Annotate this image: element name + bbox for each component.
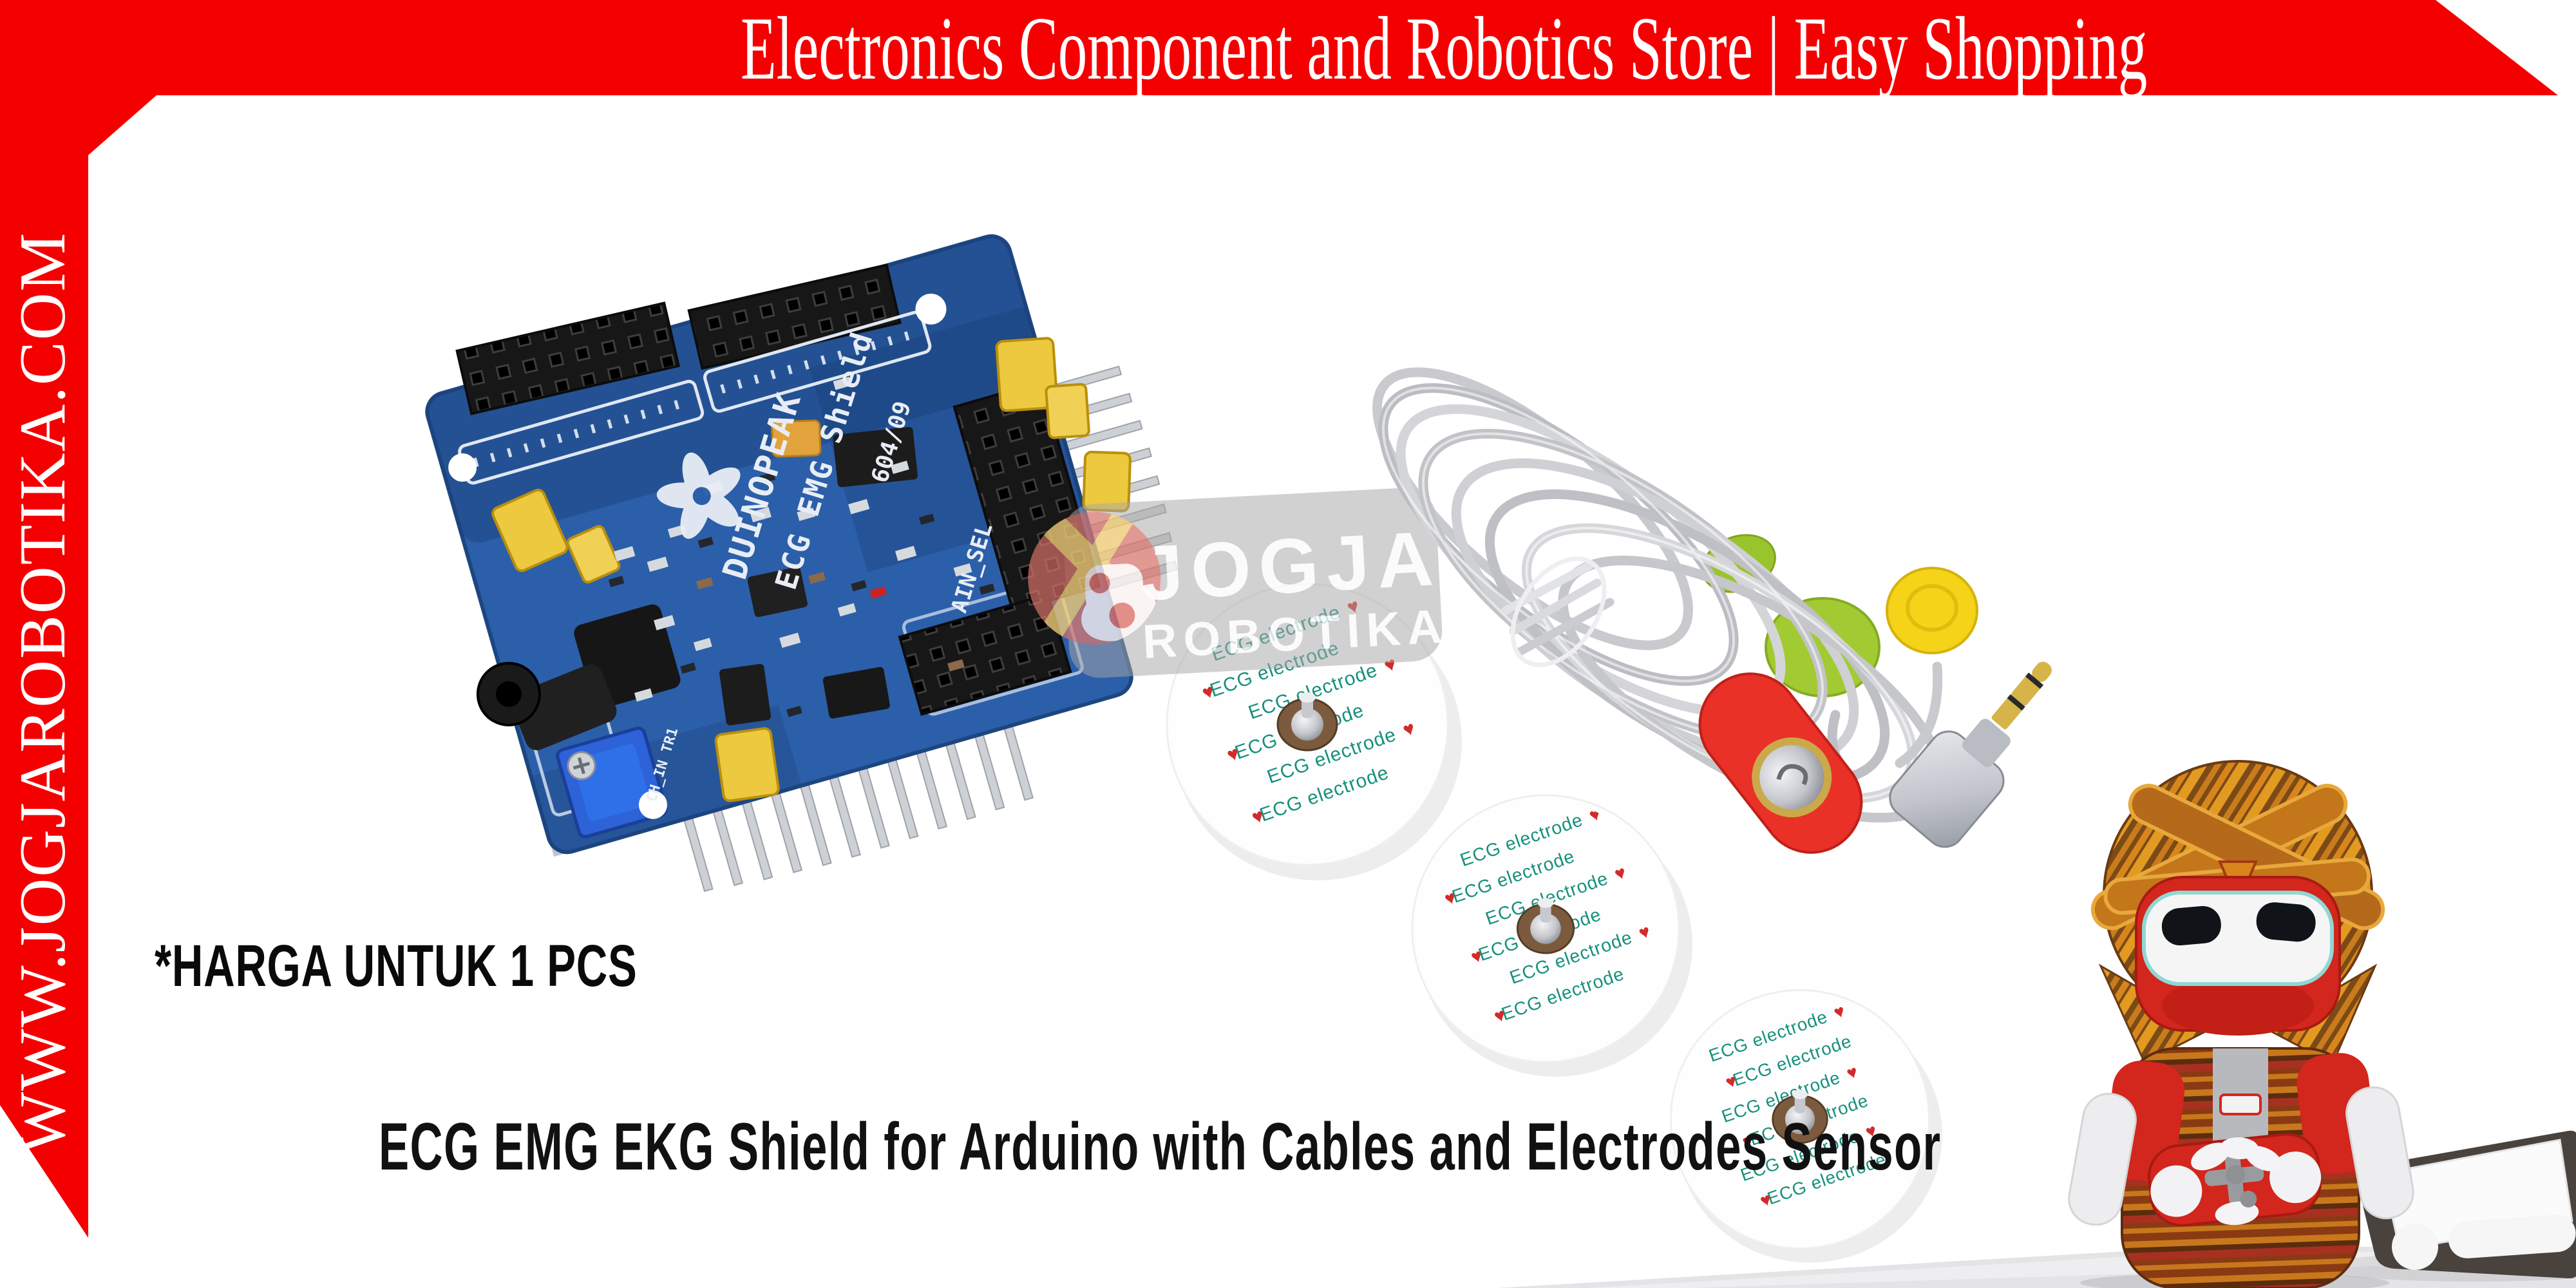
snap-stud <box>1276 692 1338 752</box>
yellow-jumpers <box>491 337 1132 802</box>
mascot-body <box>2068 1047 2414 1288</box>
eye <box>2161 905 2221 946</box>
watermark-line1: JOGJA <box>1138 515 1443 617</box>
electrode-pad: ECG electrode ECG electrode ECG electrod… <box>1411 794 1692 1077</box>
watermark-box <box>1063 488 1443 678</box>
watermark-logo: JOGJA ROBOTIKA <box>1027 488 1449 678</box>
stacking-headers <box>455 263 902 415</box>
audio-jack <box>476 604 681 750</box>
price-note: *HARGA UNTUK 1 PCS <box>155 933 638 999</box>
arm <box>2345 1086 2414 1220</box>
jogjarobotika-emblem-icon <box>1027 508 1164 649</box>
eye <box>2256 902 2316 942</box>
snap-stud <box>1516 898 1575 954</box>
ribbon-shape <box>0 0 2558 1238</box>
website-url-vertical: WWW.JOGJAROBOTIKA.COM <box>6 231 79 1154</box>
mount-holes <box>448 293 947 819</box>
arm <box>2068 1092 2137 1226</box>
mascot <box>2068 760 2414 1288</box>
mascot-head <box>2090 760 2385 1036</box>
red-snap-connector <box>1698 672 1863 854</box>
trimpot <box>556 726 668 838</box>
ecg-shield-board: ECG EMG Shield DUINOPEAK 604/09 AIN_SEL … <box>425 234 1178 893</box>
store-banner-title: Electronics Component and Robotics Store… <box>741 0 2148 99</box>
duinopeak-logo-icon <box>656 452 741 539</box>
snap-stud <box>1772 1090 1828 1144</box>
product-title: ECG EMG EKG Shield for Arduino with Cabl… <box>379 1110 1942 1184</box>
controller <box>2147 1133 2322 1227</box>
yellow-snap-connector <box>1886 567 1978 654</box>
audio-plug <box>1889 661 2052 848</box>
electrode-pad: ECG electrode ECG electrode ECG electrod… <box>1670 989 1942 1263</box>
cable-tie <box>1501 556 1615 667</box>
chest-badge <box>2219 1094 2262 1115</box>
tantalum-cap <box>771 419 822 458</box>
